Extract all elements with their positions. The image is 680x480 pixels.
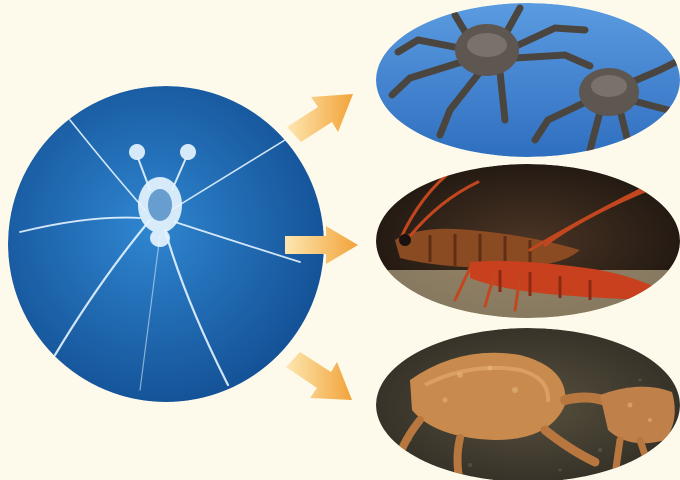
- larva-photo: [8, 86, 324, 402]
- hair-crab-photo: [376, 328, 680, 480]
- king-crab-photo: [376, 3, 680, 157]
- arrow-to-hair-crab: [286, 352, 352, 400]
- spiny-lobster-photo: [376, 164, 680, 320]
- arrow-to-king-crab: [287, 94, 353, 142]
